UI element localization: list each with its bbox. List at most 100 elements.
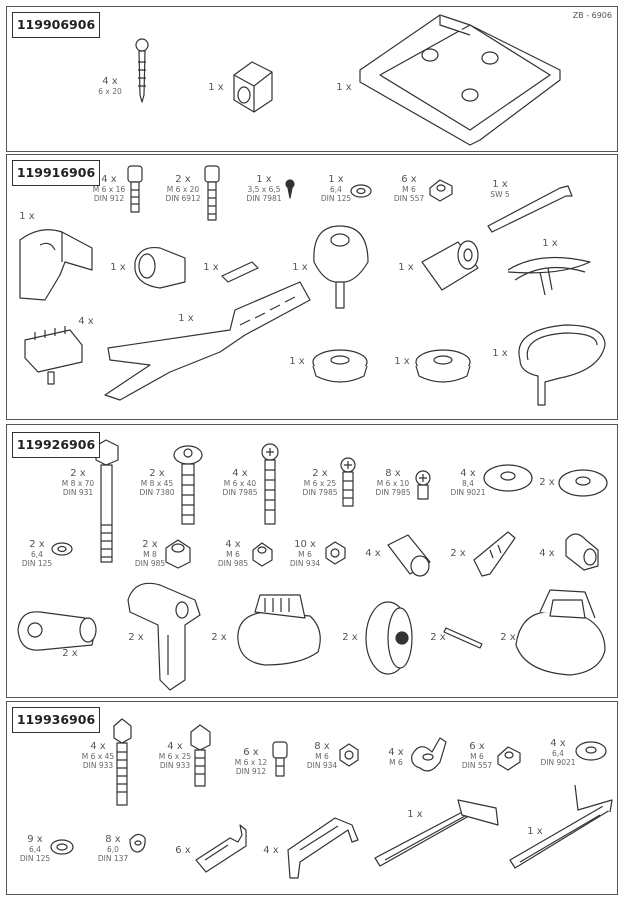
spec: M 6 x 20: [166, 185, 200, 194]
clamp-icon: [19, 229, 93, 301]
quantity: 1 x: [178, 313, 194, 324]
comb-holder-icon: [24, 326, 83, 385]
spec: 6,4: [552, 749, 564, 758]
ring-icon: [312, 349, 368, 383]
spec: SW 5: [490, 190, 510, 199]
pin-icon: [221, 261, 259, 283]
spec: M 6 x 12: [234, 758, 268, 767]
socket-bolt-icon: [272, 741, 288, 777]
spec: 6 x 20: [98, 87, 122, 96]
spec: M 6 x 45: [81, 752, 115, 761]
quantity: 8 x: [105, 834, 121, 845]
part-label: 1 x: [289, 356, 304, 367]
part-label: 2 x: [62, 648, 77, 659]
washer-icon: [483, 464, 533, 492]
lever-arm-icon: [127, 582, 201, 691]
hex-key-icon: [487, 185, 573, 233]
din-standard: DIN 934: [306, 761, 338, 770]
quantity: 2 x: [211, 632, 227, 643]
part-label: 1 x: [407, 809, 422, 820]
quantity: 1 x: [292, 262, 308, 273]
washer-icon: [50, 839, 74, 855]
foot-icon: [237, 594, 321, 666]
quantity: 1 x: [398, 262, 414, 273]
square-nut-block-icon: [233, 61, 273, 113]
section-3: [6, 424, 618, 698]
washer-icon: [575, 741, 607, 761]
part-label: 4 x: [365, 548, 380, 559]
quantity: 10 x: [294, 539, 316, 550]
spec: M 6 x 25: [303, 479, 337, 488]
square-nut-icon: [497, 746, 521, 771]
quantity: 8 x: [314, 741, 330, 752]
hex-bolt-icon: [95, 439, 119, 563]
section-4: [6, 701, 618, 895]
reference-code: ZB - 6906: [572, 11, 612, 20]
quantity: 1 x: [203, 262, 219, 273]
quantity: 1 x: [492, 348, 508, 359]
adapter-icon: [134, 246, 186, 289]
quantity: 1 x: [542, 238, 558, 249]
slotted-angle-icon: [195, 824, 247, 873]
part-label: 1 x: [208, 82, 223, 93]
spec: 3,5 x 6,5: [247, 185, 281, 194]
spec: M 6: [470, 752, 484, 761]
quantity: 4 x: [232, 468, 248, 479]
quantity: 2 x: [175, 174, 191, 185]
phillips-screw-icon: [415, 470, 431, 500]
spec: M 6: [226, 550, 240, 559]
din-standard: DIN 931: [62, 488, 94, 497]
part-label: 1 x: [110, 262, 125, 273]
din-standard: DIN 7981: [246, 194, 282, 203]
din-standard: DIN 9021: [450, 488, 486, 497]
sleeve-icon: [387, 534, 431, 577]
quantity: 9 x: [27, 834, 43, 845]
washer-icon: [350, 184, 372, 198]
foot-holder-icon: [515, 589, 606, 676]
spec: M 6: [402, 185, 416, 194]
quantity: 2 x: [500, 632, 516, 643]
din-standard: DIN 7985: [222, 488, 258, 497]
din-standard: DIN 7380: [139, 488, 175, 497]
ring-icon: [415, 349, 471, 383]
part-label: 2 x: [128, 632, 143, 643]
din-standard: DIN 7985: [375, 488, 411, 497]
part-label: 1 x: [394, 356, 409, 367]
lock-nut-icon: [165, 539, 191, 569]
spec: M 8: [143, 550, 157, 559]
quantity: 6 x: [175, 845, 191, 856]
quantity: 4 x: [102, 76, 118, 87]
part-label: 1 x: [336, 82, 351, 93]
spec: 6,4: [330, 185, 342, 194]
quantity: 2 x: [149, 468, 165, 479]
button-bolt-icon: [173, 445, 203, 525]
quantity: 4 x: [460, 468, 476, 479]
pin-icon: [443, 627, 483, 649]
mounting-bracket-icon: [359, 14, 561, 146]
hex-bolt-icon: [190, 724, 211, 787]
din-standard: DIN 933: [82, 761, 114, 770]
quantity: 4 x: [78, 316, 94, 327]
part-label: 2 x: [539, 477, 554, 488]
din-standard: DIN 912: [93, 194, 125, 203]
part-number-4: 119936906: [12, 707, 100, 733]
strap-icon: [518, 324, 606, 406]
hex-nut-icon: [339, 743, 359, 767]
part-label: 1 x: [203, 262, 218, 273]
quantity: 4 x: [550, 738, 566, 749]
section-2: [6, 154, 618, 420]
din-standard: DIN 985: [134, 559, 166, 568]
quantity: 1 x: [208, 82, 224, 93]
din-standard: DIN 9021: [540, 758, 576, 767]
